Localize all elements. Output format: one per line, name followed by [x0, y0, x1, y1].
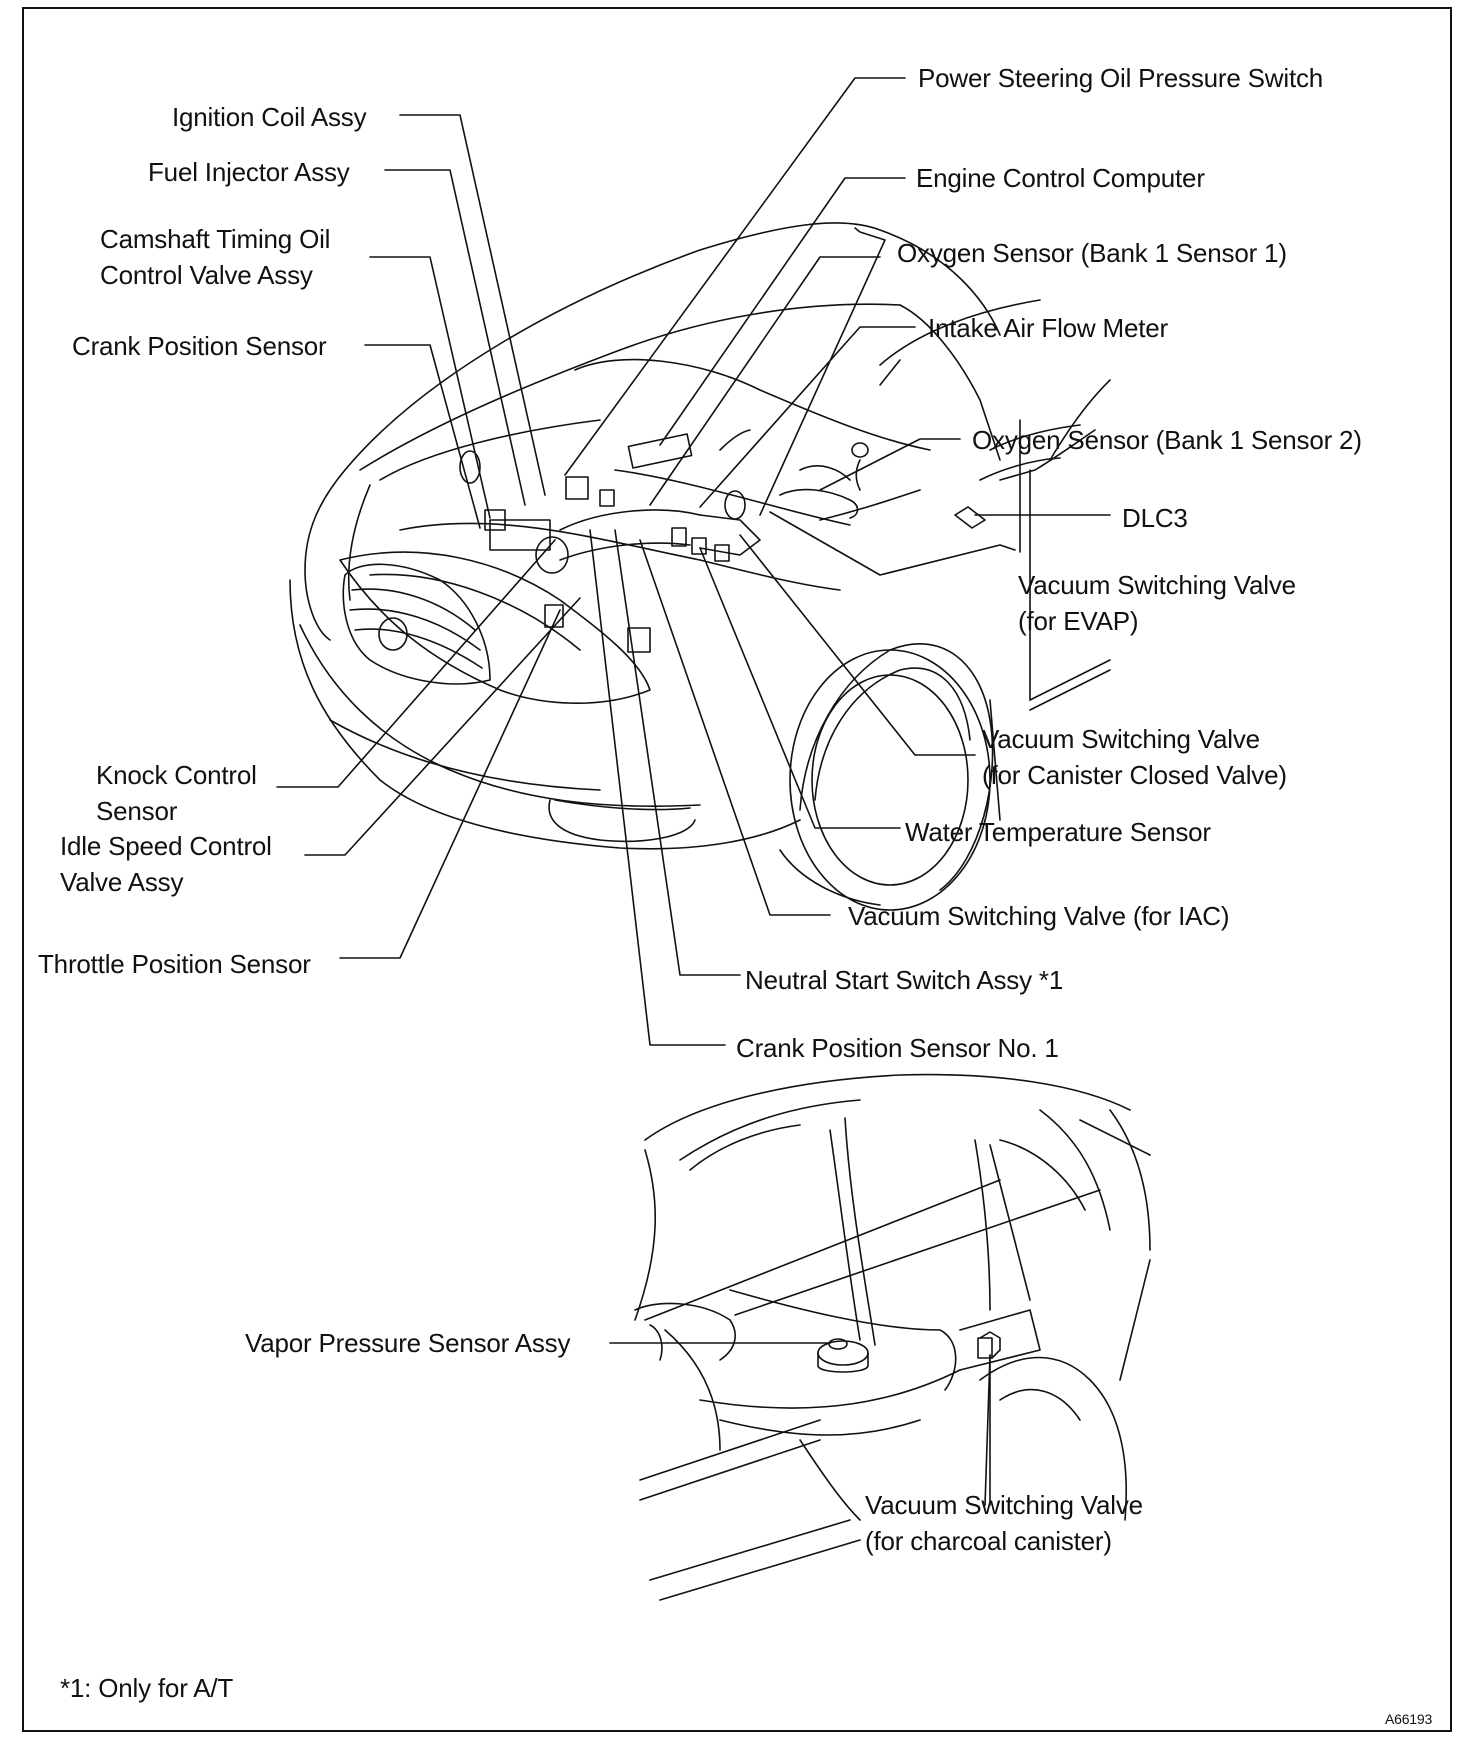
label-throttle-position: Throttle Position Sensor — [38, 949, 311, 979]
label-water-temp: Water Temperature Sensor — [905, 817, 1211, 847]
rear-car-illustration — [635, 1075, 1150, 1600]
label-vsv-canister-closed: Vacuum Switching Valve (for Canister Clo… — [982, 724, 1287, 790]
label-camshaft-timing: Camshaft Timing Oil Control Valve Assy — [100, 224, 331, 290]
label-vsv-evap: Vacuum Switching Valve (for EVAP) — [1018, 570, 1296, 636]
label-dlc3: DLC3 — [1122, 503, 1188, 533]
label-power-steering: Power Steering Oil Pressure Switch — [918, 63, 1324, 93]
label-neutral-start: Neutral Start Switch Assy *1 — [745, 965, 1064, 995]
label-vapor-pressure: Vapor Pressure Sensor Assy — [245, 1328, 571, 1358]
rear-leader-lines — [610, 1343, 990, 1505]
label-engine-computer: Engine Control Computer — [916, 163, 1205, 193]
label-knock-control: Knock Control Sensor — [96, 760, 257, 826]
label-vsv-charcoal: Vacuum Switching Valve (for charcoal can… — [865, 1490, 1143, 1556]
label-vsv-iac: Vacuum Switching Valve (for IAC) — [848, 901, 1230, 931]
label-crank-position-no1: Crank Position Sensor No. 1 — [736, 1033, 1059, 1063]
label-oxygen-b1s2: Oxygen Sensor (Bank 1 Sensor 2) — [972, 425, 1362, 455]
label-crank-position: Crank Position Sensor — [72, 331, 327, 361]
label-ignition-coil: Ignition Coil Assy — [172, 102, 367, 132]
footnote: *1: Only for A/T — [60, 1673, 234, 1703]
label-intake-air: Intake Air Flow Meter — [928, 313, 1168, 343]
front-leader-lines — [277, 78, 1110, 1045]
figure-code: A66193 — [1385, 1711, 1433, 1727]
diagram-border — [22, 7, 1452, 1732]
label-oxygen-b1s1: Oxygen Sensor (Bank 1 Sensor 1) — [897, 238, 1287, 268]
front-car-illustration — [290, 223, 1110, 910]
label-idle-speed: Idle Speed Control Valve Assy — [60, 831, 272, 897]
label-fuel-injector: Fuel Injector Assy — [148, 157, 350, 187]
